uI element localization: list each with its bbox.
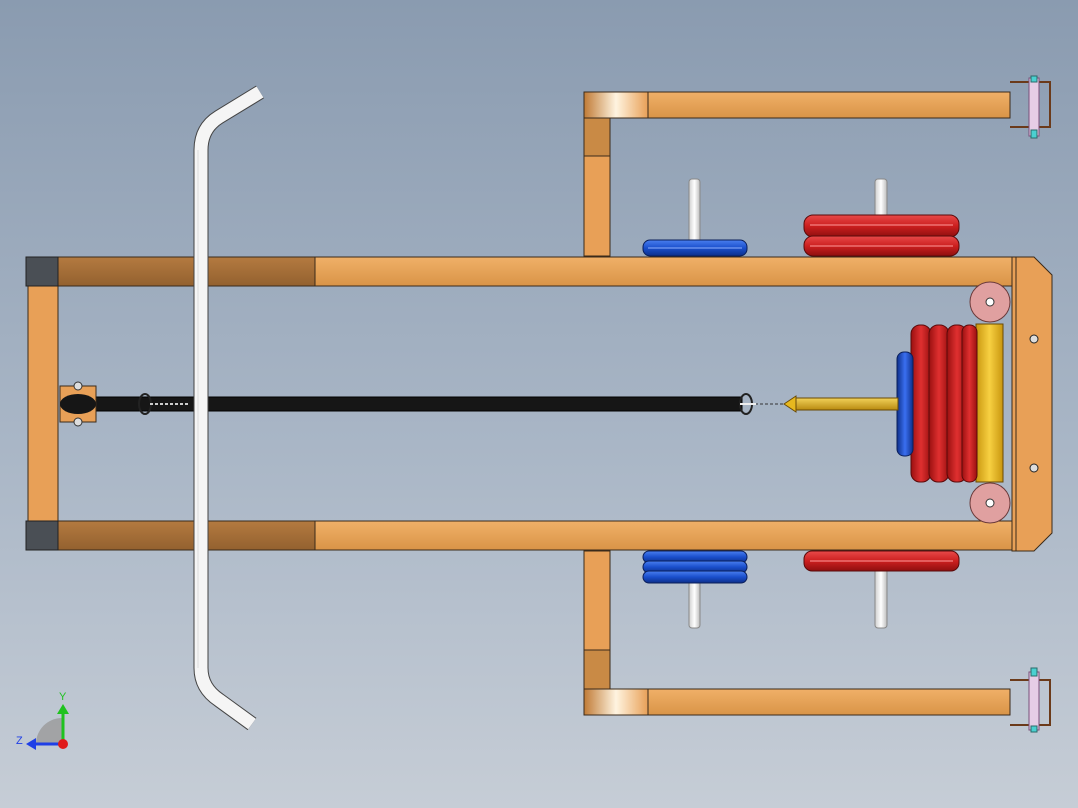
handle-bar [193,85,264,731]
sled-bracket [975,323,1004,483]
storage-pin-top-right [874,178,888,218]
red-plate-stack-bottom [803,550,960,572]
main-rail-bottom [25,520,1015,551]
y-axis-label: Y [59,691,67,703]
storage-pin-bottom-right [874,565,888,629]
z-axis-label: Z [16,735,23,747]
floor-clamp-bottom [1010,667,1051,733]
rear-crossmember [27,285,59,522]
cable-clip-front [739,393,756,415]
loading-rod [783,395,899,413]
roller-top [969,281,1011,323]
cable-clip-rear [138,393,190,415]
end-caps [25,256,59,551]
rear-anchor-bracket [59,381,97,427]
triad-plane-icon [36,718,62,744]
storage-pin-top-left [688,178,701,244]
origin-dot-icon [58,739,68,749]
bottom-outrigger-frame [583,550,1011,716]
blue-plate-stack-bottom [642,550,748,584]
sled-red-plates [910,324,978,483]
floor-clamp-top [1010,75,1051,139]
main-rail-top [25,256,1015,287]
top-outrigger-frame [583,91,1011,257]
roller-bottom [969,482,1011,524]
orientation-triad[interactable]: Y Z [16,691,69,750]
sled-blue-plate [896,351,914,457]
front-end-plate [1011,256,1053,552]
blue-plate-stack-top [642,239,748,257]
red-plate-stack-top [803,214,960,257]
